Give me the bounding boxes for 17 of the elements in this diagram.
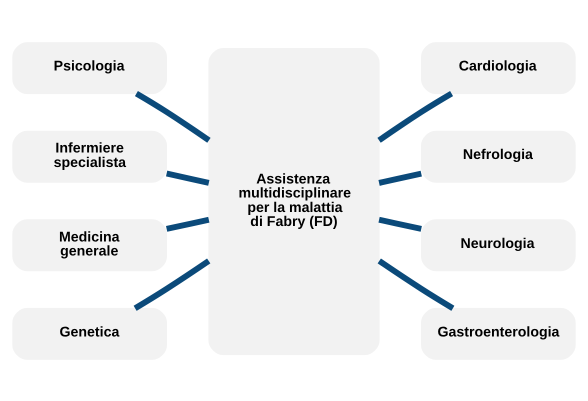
node-box: Genetica xyxy=(12,307,168,360)
connector xyxy=(134,258,210,310)
connector xyxy=(377,90,454,142)
node-box: Nefrologia xyxy=(420,130,576,182)
node-box: Infermiere specialista xyxy=(12,130,168,182)
node-box: Medicina generale xyxy=(12,218,168,271)
connector xyxy=(378,170,422,186)
connector xyxy=(378,258,454,310)
node-box: Psicologia xyxy=(12,42,168,94)
node-box: Gastroenterologia xyxy=(420,307,576,360)
node-box: Cardiologia xyxy=(420,42,576,94)
connector xyxy=(134,90,211,142)
node-box: Assistenza multidisciplinare per la malattia di Fabry (FD) xyxy=(208,48,380,355)
node-box: Neurologia xyxy=(420,218,576,271)
connector xyxy=(378,216,422,232)
connector xyxy=(166,216,210,232)
connector xyxy=(166,170,210,186)
